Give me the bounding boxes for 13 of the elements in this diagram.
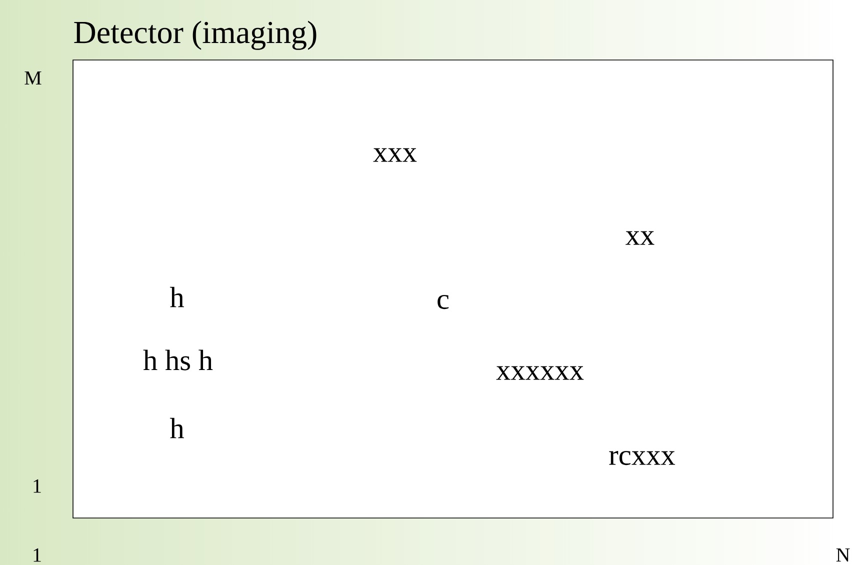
axis-label: 1 [34,548,41,562]
detector-text: h [170,418,184,438]
axis-label: N [836,548,850,562]
axis-label: M [24,71,42,85]
detector-text: h [170,286,184,308]
axis-label: 1 [34,479,41,493]
detector-text: c [438,294,449,310]
detector-text: xxxxxx [496,366,584,380]
detector-text: rcxxx [609,450,676,466]
detector-text: h hs h [143,350,213,370]
title: Detector (imaging) [74,20,316,50]
detector-text: xx [626,231,654,245]
detector-text: xxx [373,148,417,162]
